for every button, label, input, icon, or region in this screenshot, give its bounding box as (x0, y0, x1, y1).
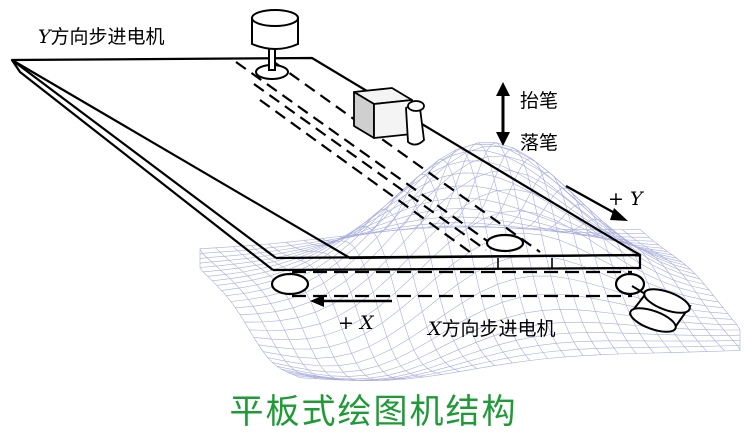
y-gantry-rail (235, 61, 541, 253)
plotting-board (10, 56, 642, 272)
x-motor-label: X方向步进电机 (428, 320, 556, 339)
y-motor-label: Y方向步进电机 (38, 28, 165, 47)
y-motor-text: 方向步进电机 (50, 26, 165, 48)
mesh-line (290, 339, 741, 381)
mesh-line (299, 349, 741, 382)
mesh-line (516, 187, 637, 354)
mesh-line (639, 228, 741, 350)
pen-block-icon (353, 87, 425, 146)
mesh-line (249, 188, 710, 331)
plus-y-sign: + (608, 188, 624, 210)
mesh-line (445, 142, 566, 358)
x-motor-text: 方向步进电机 (441, 318, 556, 340)
plus-y-axis: Y (629, 188, 643, 210)
pen-up-down-arrow-icon (496, 82, 510, 146)
surface-mesh (199, 142, 741, 382)
mesh-line (286, 332, 741, 381)
pen-down-label: 落笔 (520, 132, 559, 154)
plus-x-arrow-icon (310, 295, 392, 307)
plus-x-label: + X (338, 314, 374, 333)
x-motor-axis: X (428, 318, 442, 340)
plus-y-label: + Y (608, 190, 643, 209)
mesh-line (480, 158, 602, 355)
mesh-line (604, 229, 725, 352)
y-motor-axis: Y (38, 26, 51, 48)
pen-up-label: 抬笔 (520, 90, 559, 112)
mesh-line (463, 147, 584, 356)
mesh-line (427, 142, 548, 359)
mesh-line (533, 203, 655, 354)
mesh-line (232, 246, 354, 381)
mesh-line (498, 172, 619, 355)
plus-y-arrow-icon (565, 184, 628, 221)
x-drive-belt (292, 270, 632, 298)
x-motor-icon (628, 285, 692, 333)
mesh-line (253, 210, 714, 341)
mesh-line (244, 170, 705, 323)
pulley-icon (270, 233, 646, 296)
plus-x-axis: X (359, 312, 374, 334)
diagram-caption: 平板式绘图机结构 (229, 392, 518, 432)
mesh-line (295, 344, 741, 381)
mesh-line (586, 229, 708, 352)
mesh-line (622, 229, 741, 351)
y-motor-icon (251, 9, 299, 80)
plus-x-sign: + (338, 312, 354, 334)
